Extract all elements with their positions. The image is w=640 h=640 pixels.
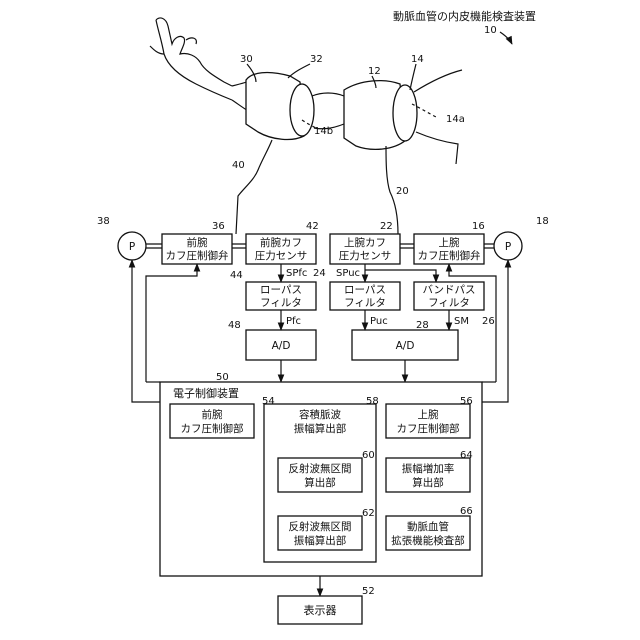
upper-control-line2: カフ圧制御部 <box>397 422 460 435</box>
thumb-outline <box>150 46 164 54</box>
ref-50: 50 <box>216 372 229 383</box>
signal-spuc: SPuc <box>336 268 360 279</box>
forearm-pressure-sensor-line2: 圧力センサ <box>255 249 308 262</box>
ref-12: 12 <box>368 66 381 77</box>
display-label: 表示器 <box>304 603 337 617</box>
ref-10: 10 <box>484 25 497 36</box>
ref-30: 30 <box>240 54 253 65</box>
ref-14a: 14a <box>446 114 465 125</box>
ref-22: 22 <box>380 221 393 232</box>
ref-14: 14 <box>411 54 424 65</box>
upper-lowpass-line2: フィルタ <box>344 297 386 309</box>
volume-pulse-line2: 振幅算出部 <box>294 422 347 435</box>
upper-control-line1: 上腕 <box>418 408 439 421</box>
spuc-to-bandpass-line <box>365 270 436 282</box>
forearm-lowpass-line2: フィルタ <box>260 297 302 309</box>
forearm-pressure-sensor-line1: 前腕カフ <box>260 236 302 249</box>
ref-36: 36 <box>212 221 225 232</box>
ref-60: 60 <box>362 450 375 461</box>
ecu-to-upper-pump <box>482 260 508 402</box>
hand-lower-outline <box>156 20 232 100</box>
reflected-amplitude-line1: 反射波無区間 <box>289 520 352 533</box>
ref-24: 24 <box>313 268 326 279</box>
reflected-interval-line1: 反射波無区間 <box>289 462 352 475</box>
upper-sensor-valve-pipe <box>400 244 414 248</box>
ref-64: 64 <box>460 450 473 461</box>
bandpass-line1: バンドパス <box>422 284 475 296</box>
ref-40: 40 <box>232 160 245 171</box>
ref-32: 32 <box>310 54 323 65</box>
hose-40 <box>236 140 272 234</box>
dilation-check-line1: 動脈血管 <box>407 520 449 533</box>
ecu-to-forearm-valve <box>146 264 197 382</box>
forearm-ad-label: A/D <box>272 340 291 352</box>
elbow-top-edge <box>312 93 344 96</box>
ref-10-arrow <box>500 32 512 44</box>
upper-pressure-sensor-line1: 上腕カフ <box>344 236 386 249</box>
forearm-cuff-valve-line1: 前腕 <box>187 236 208 249</box>
forearm-pump-pipe <box>146 244 162 248</box>
ref-18: 18 <box>536 216 549 227</box>
forearm-control-line2: カフ圧制御部 <box>181 422 244 435</box>
signal-pfc: Pfc <box>286 316 301 327</box>
upper-arm-cuff-end <box>393 85 417 141</box>
forearm-lowpass-line1: ローパス <box>260 284 302 296</box>
ref-62: 62 <box>362 508 375 519</box>
ref-48: 48 <box>228 320 241 331</box>
ref-28: 28 <box>416 320 429 331</box>
ecu-label: 電子制御装置 <box>173 386 239 400</box>
ref-16: 16 <box>472 221 485 232</box>
upper-lowpass-line1: ローパス <box>344 284 386 296</box>
amplitude-increase-line1: 振幅増加率 <box>402 462 455 475</box>
upper-arm-top-edge <box>414 70 462 92</box>
upper-ad-label: A/D <box>396 340 415 352</box>
upper-arm-bottom-edge <box>416 132 458 164</box>
reflected-amplitude-line2: 振幅算出部 <box>294 534 347 547</box>
forearm-cuff-valve-line2: カフ圧制御弁 <box>166 249 229 262</box>
hand-outline <box>156 18 232 86</box>
upper-pressure-sensor-line2: 圧力センサ <box>339 249 392 262</box>
ref-44: 44 <box>230 270 243 281</box>
signal-puc: Puc <box>370 316 388 327</box>
signal-sm: SM <box>454 316 469 327</box>
reflected-interval-line2: 算出部 <box>304 476 336 489</box>
finger-outline <box>186 38 196 44</box>
forearm-valve-sensor-pipe <box>232 244 246 248</box>
ref-58: 58 <box>366 396 379 407</box>
upper-cuff-valve-line2: カフ圧制御弁 <box>418 249 481 262</box>
ref-20: 20 <box>396 186 409 197</box>
apparatus-title: 動脈血管の内皮機能検査装置 <box>393 9 536 23</box>
forearm-control-line1: 前腕 <box>202 408 223 421</box>
ref-56: 56 <box>460 396 473 407</box>
forearm-pump-label: P <box>129 241 135 253</box>
upper-cuff-valve-line1: 上腕 <box>439 236 460 249</box>
upper-pump-pipe <box>484 244 494 248</box>
ref-52: 52 <box>362 586 375 597</box>
ref-42: 42 <box>306 221 319 232</box>
arm-illustration <box>150 18 462 164</box>
signal-spfc: SPfc <box>286 268 307 279</box>
ref-26: 26 <box>482 316 495 327</box>
amplitude-increase-line2: 算出部 <box>412 476 444 489</box>
dilation-check-line2: 拡張機能検査部 <box>391 534 465 547</box>
ref-14-leader <box>410 64 416 90</box>
ref-38: 38 <box>97 216 110 227</box>
ref-14b: 14b <box>314 126 333 137</box>
volume-pulse-line1: 容積脈波 <box>299 408 341 421</box>
upper-pump-label: P <box>505 241 511 253</box>
ref-66: 66 <box>460 506 473 517</box>
bandpass-line2: フィルタ <box>428 297 470 309</box>
ref-32-leader <box>288 64 310 78</box>
forearm-cuff-end <box>290 84 314 136</box>
